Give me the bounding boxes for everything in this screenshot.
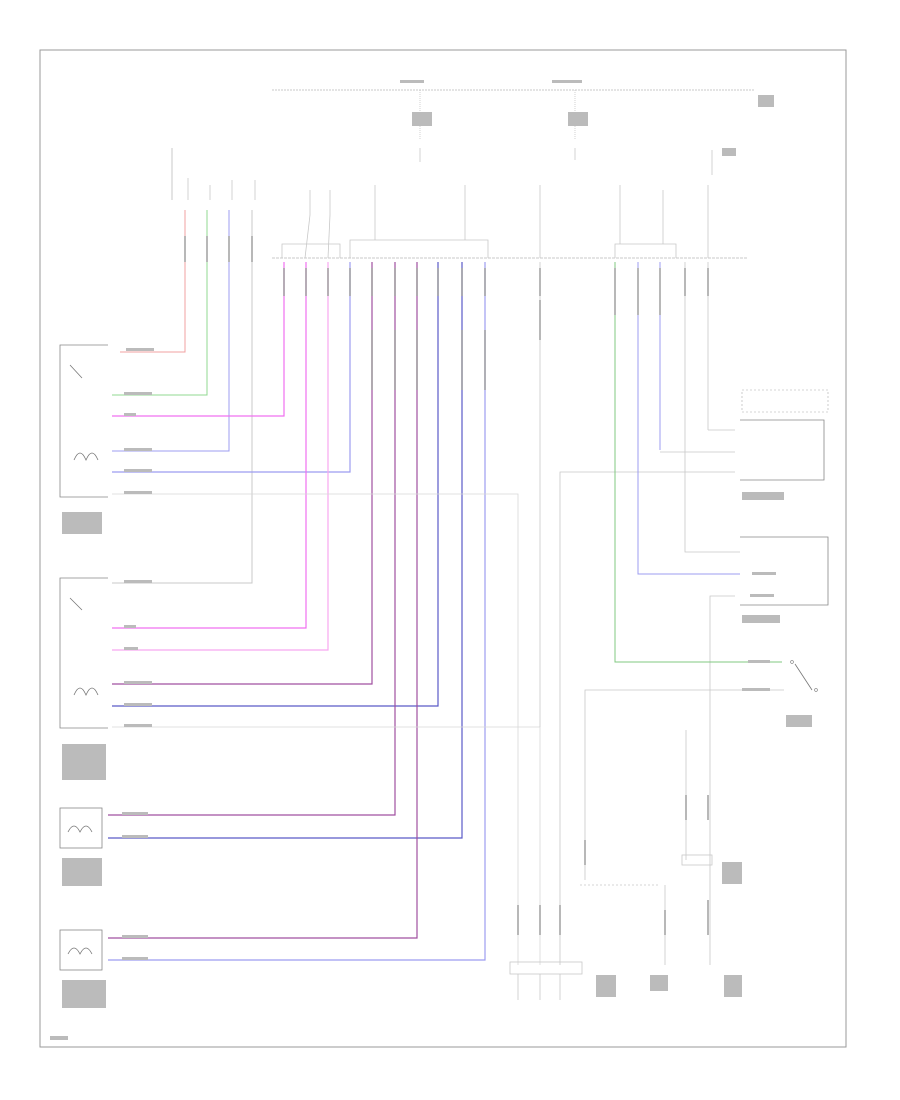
- sensor-right-rear: [59, 929, 103, 971]
- component-mid-left: [59, 577, 108, 729]
- diagram-border: [39, 49, 847, 1048]
- wire-magenta-1: [112, 262, 285, 417]
- wire-pink: [112, 262, 329, 651]
- wire-blue-3: [108, 262, 486, 961]
- wire-dkblue-2: [108, 262, 463, 839]
- sensor-left-rear: [59, 807, 103, 849]
- tiny-labels: [50, 80, 812, 1040]
- component-top-left: [59, 344, 108, 498]
- upper-stubs: [187, 150, 713, 215]
- wire-purple-1: [112, 262, 373, 685]
- wire-dkblue-1: [112, 262, 439, 707]
- wire-markers: [184, 236, 709, 935]
- wire-blue-4: [637, 262, 740, 575]
- wire-green: [112, 210, 208, 396]
- component-right-top: [740, 389, 829, 481]
- component-right-mid: [740, 536, 829, 606]
- wire-magenta-2: [112, 262, 307, 629]
- wire-gray-1: [112, 210, 253, 584]
- wire-purple-3: [108, 262, 418, 939]
- wire-red: [120, 210, 186, 353]
- bottom-ground-group: [509, 854, 713, 1000]
- wire-purple-2: [108, 262, 396, 816]
- wire-blue-2: [112, 262, 351, 473]
- wire-green-2: [614, 262, 782, 663]
- switch-right: [790, 660, 818, 692]
